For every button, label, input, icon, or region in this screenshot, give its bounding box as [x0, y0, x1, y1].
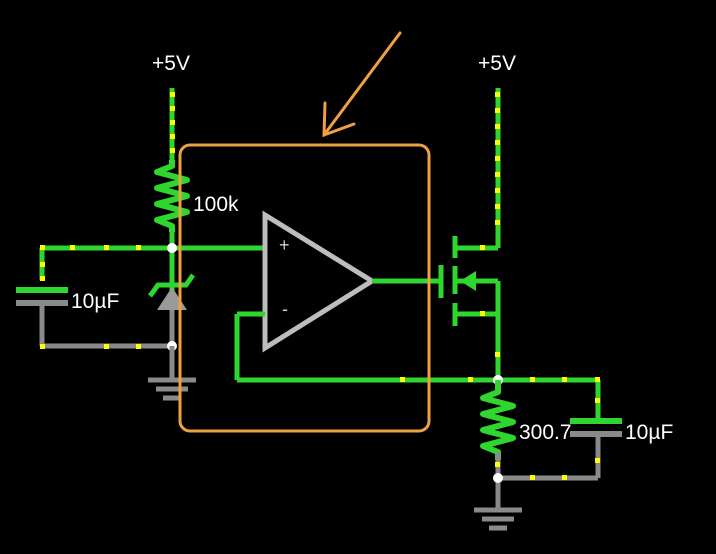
capacitor-right[interactable]: [570, 418, 622, 437]
bias-node: [167, 243, 177, 253]
opamp-plus-label: +: [279, 235, 290, 255]
resistor-top-label: 100k: [193, 193, 239, 216]
right-supply-dots: [480, 92, 500, 250]
left-supply-dots: [170, 92, 175, 153]
supply-right-label: +5V: [478, 52, 516, 75]
output-dots: [400, 377, 600, 403]
capacitor-right-label: 10µF: [625, 421, 674, 444]
supply-left-label: +5V: [152, 52, 190, 75]
right-ground-node: [493, 473, 503, 483]
capacitor-left-label: 10µF: [71, 290, 120, 313]
n-mosfet-icon[interactable]: [438, 236, 501, 380]
opamp-minus-label: -: [282, 299, 288, 319]
arrow-icon: [322, 31, 402, 138]
right-ground-dots: [495, 458, 600, 480]
opamp-triangle[interactable]: [262, 210, 377, 353]
resistor-bottom-label: 300.7: [519, 421, 572, 444]
highlight-box: [178, 143, 431, 433]
bias-node-dots: [40, 245, 141, 281]
ground-icon-right: [474, 507, 522, 531]
mosfet-dots: [480, 311, 500, 357]
left-ground-dots: [40, 344, 141, 349]
ground-icon-left: [148, 377, 196, 401]
resistor-100k[interactable]: [154, 160, 190, 232]
capacitor-left[interactable]: [16, 287, 68, 306]
opamp-feedback-wire[interactable]: [234, 278, 498, 383]
resistor-300-7[interactable]: [480, 380, 516, 460]
